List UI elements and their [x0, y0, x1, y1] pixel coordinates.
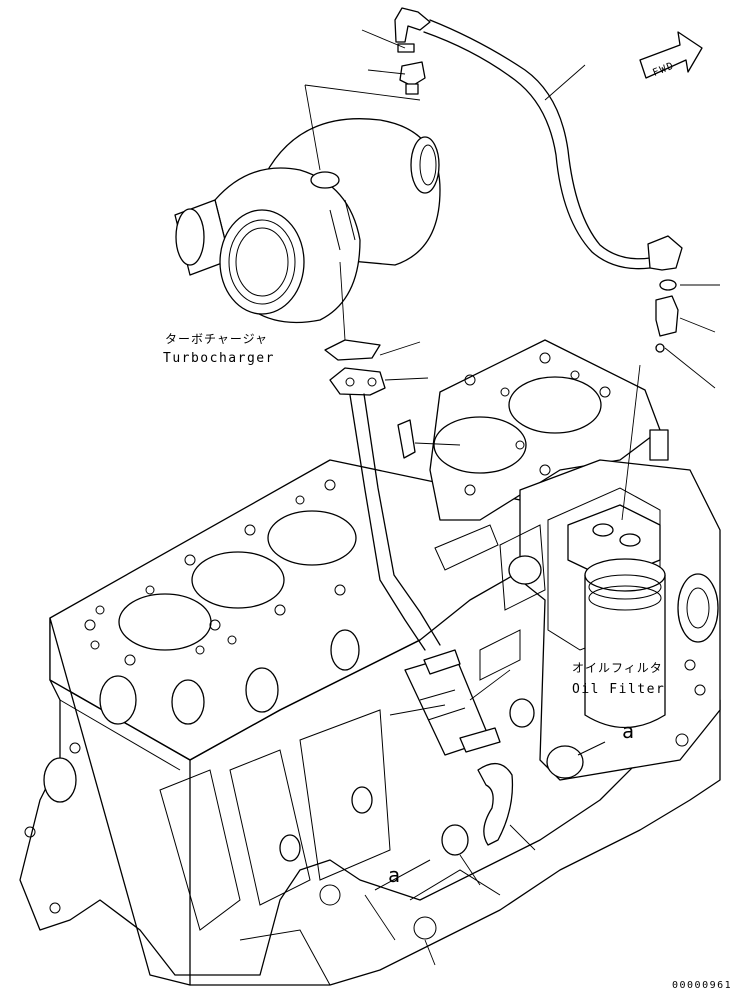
- drawing-number: 00000961: [672, 980, 732, 991]
- fwd-direction-arrow: FWD: [639, 31, 703, 79]
- leader-lines: [304, 29, 720, 966]
- oil-filter-assembly: [499, 459, 721, 781]
- oil-filter-label-jp: オイルフィルタ: [572, 661, 663, 675]
- oil-feed-pipe: [394, 7, 683, 271]
- reference-mark-a-left: a: [388, 863, 400, 887]
- feed-fittings: [399, 61, 679, 353]
- reference-mark-a-right: a: [622, 719, 634, 743]
- engine-block: [19, 459, 721, 986]
- turbocharger-label-jp: ターボチャージャ: [165, 332, 268, 346]
- turbocharger: [174, 118, 441, 324]
- oil-filter-label-en: Oil Filter: [572, 682, 665, 697]
- cylinder-head: [429, 339, 669, 681]
- turbocharger-label-en: Turbocharger: [163, 351, 275, 366]
- oil-drain-pipe: [324, 339, 514, 856]
